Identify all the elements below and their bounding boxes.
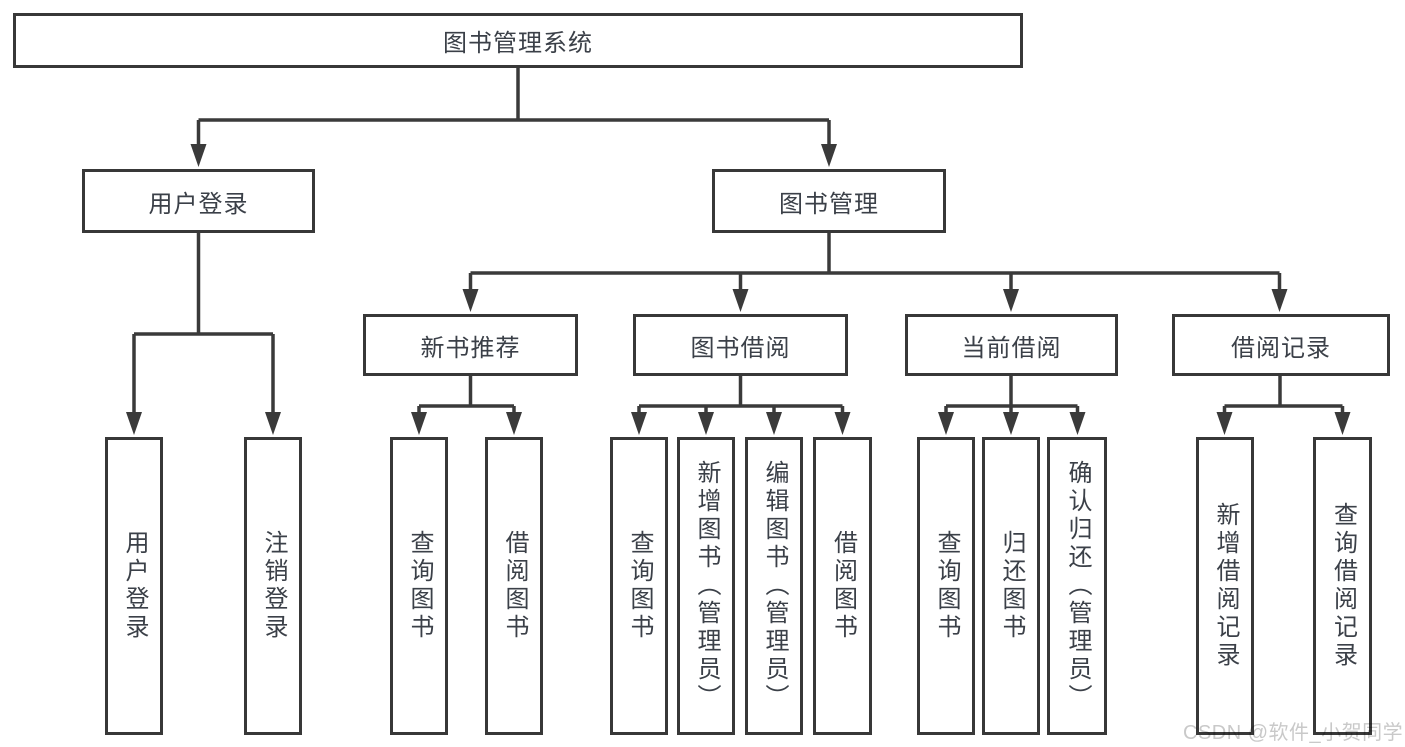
- leaf-add-book-admin: 新增图书（管理员）: [677, 437, 735, 735]
- leaf-query-books-borrowing-label: 查询图书: [626, 530, 653, 642]
- leaf-edit-book-admin-label: 编辑图书（管理员）: [761, 460, 788, 712]
- arrowhead-icon: [1334, 412, 1351, 435]
- arrowhead-icon: [190, 144, 207, 167]
- leaf-logout: 注销登录: [244, 437, 302, 735]
- leaf-query-books-current-label: 查询图书: [933, 530, 960, 642]
- leaf-query-books-recommend: 查询图书: [390, 437, 448, 735]
- node-library-management-system: 图书管理系统: [13, 13, 1023, 68]
- leaf-confirm-return-admin: 确认归还（管理员）: [1047, 437, 1107, 735]
- node-new-book-recommend-label: 新书推荐: [420, 334, 521, 362]
- leaf-user-login-label: 用户登录: [121, 530, 148, 642]
- node-book-management-label: 图书管理: [779, 190, 879, 218]
- leaf-borrow-books: 借阅图书: [813, 437, 872, 735]
- arrowhead-icon: [834, 412, 851, 435]
- arrowhead-icon: [1069, 412, 1086, 435]
- arrowhead-icon: [1003, 412, 1019, 435]
- leaf-add-book-admin-label: 新增图书（管理员）: [693, 460, 720, 712]
- leaf-user-login: 用户登录: [105, 437, 163, 735]
- node-new-book-recommend: 新书推荐: [363, 314, 578, 376]
- node-book-borrowing-label: 图书借阅: [690, 334, 791, 362]
- arrowhead-icon: [265, 412, 281, 435]
- arrowhead-icon: [732, 289, 749, 312]
- leaf-return-books: 归还图书: [982, 437, 1040, 735]
- leaf-query-borrow-record-label: 查询借阅记录: [1329, 502, 1357, 670]
- arrowhead-icon: [1216, 412, 1233, 435]
- arrowhead-icon: [506, 412, 522, 435]
- node-library-management-system-label: 图书管理系统: [443, 30, 593, 57]
- node-user-login: 用户登录: [82, 169, 315, 233]
- leaf-query-books-recommend-label: 查询图书: [406, 530, 433, 642]
- leaf-confirm-return-admin-label: 确认归还（管理员）: [1064, 460, 1091, 712]
- arrowhead-icon: [1003, 289, 1019, 312]
- leaf-add-borrow-record: 新增借阅记录: [1196, 437, 1254, 735]
- leaf-add-borrow-record-label: 新增借阅记录: [1212, 502, 1239, 670]
- arrowhead-icon: [766, 412, 782, 435]
- node-book-management: 图书管理: [712, 169, 946, 233]
- node-borrowing-records-label: 借阅记录: [1231, 334, 1331, 362]
- arrowhead-icon: [698, 412, 714, 435]
- arrowhead-icon: [821, 144, 837, 167]
- leaf-borrow-books-recommend: 借阅图书: [485, 437, 543, 735]
- node-current-borrowing: 当前借阅: [905, 314, 1118, 376]
- leaf-query-books-borrowing: 查询图书: [610, 437, 668, 735]
- leaf-return-books-label: 归还图书: [998, 530, 1025, 642]
- csdn-watermark: CSDN @软件_小贺同学: [1183, 722, 1404, 744]
- leaf-query-borrow-record: 查询借阅记录: [1313, 437, 1372, 735]
- arrowhead-icon: [631, 412, 647, 435]
- leaf-edit-book-admin: 编辑图书（管理员）: [745, 437, 803, 735]
- leaf-logout-label: 注销登录: [260, 530, 287, 642]
- node-current-borrowing-label: 当前借阅: [961, 334, 1062, 362]
- arrowhead-icon: [1271, 289, 1288, 312]
- arrowhead-icon: [462, 289, 479, 312]
- leaf-query-books-current: 查询图书: [917, 437, 975, 735]
- arrowhead-icon: [411, 412, 427, 435]
- node-borrowing-records: 借阅记录: [1172, 314, 1390, 376]
- node-user-login-label: 用户登录: [148, 190, 249, 218]
- leaf-borrow-books-recommend-label: 借阅图书: [501, 530, 528, 642]
- leaf-borrow-books-label: 借阅图书: [829, 530, 857, 642]
- arrowhead-icon: [938, 412, 954, 435]
- node-book-borrowing: 图书借阅: [633, 314, 848, 376]
- arrowhead-icon: [126, 412, 142, 435]
